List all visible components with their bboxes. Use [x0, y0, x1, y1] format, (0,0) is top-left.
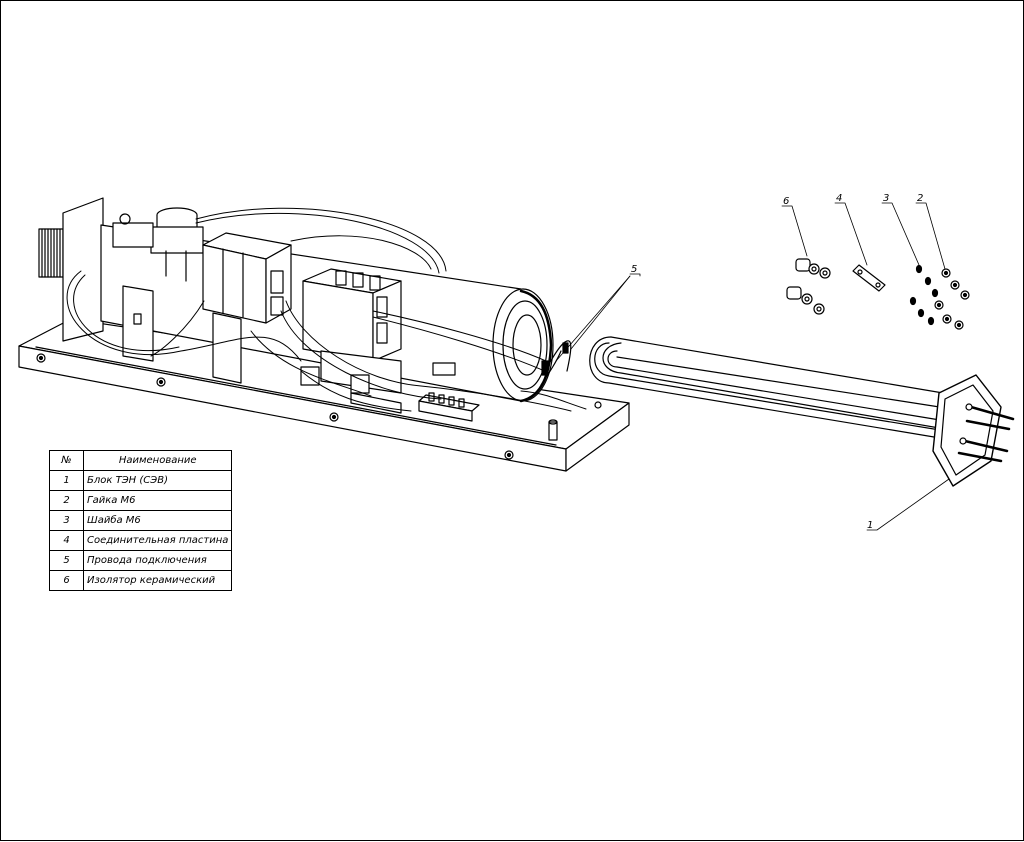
connection-wires — [540, 340, 572, 386]
callout-2: 2 — [917, 193, 923, 204]
ceramic-insulators — [786, 258, 831, 315]
wiring — [66, 207, 587, 412]
callout-labels: 6 4 3 2 5 1 — [631, 193, 923, 531]
table-row: 3 Шайба М6 — [49, 510, 233, 531]
nuts — [934, 268, 970, 330]
relay-block — [202, 232, 292, 324]
connecting-plate — [852, 264, 886, 292]
row-number: 3 — [49, 510, 84, 531]
row-name: Блок ТЭН (СЭВ) — [82, 470, 233, 491]
row-number: 4 — [49, 530, 84, 551]
table-row: 1 Блок ТЭН (СЭВ) — [49, 470, 233, 491]
parts-table-header: № Наименование — [49, 450, 233, 471]
heating-element — [589, 336, 1015, 487]
washers — [909, 264, 939, 326]
callout-5: 5 — [631, 264, 637, 275]
row-name: Шайба М6 — [82, 510, 233, 531]
row-number: 6 — [49, 570, 84, 591]
callout-6: 6 — [783, 196, 789, 207]
table-row: 5 Провода подключения — [49, 550, 233, 571]
parts-list-table: № Наименование 1 Блок ТЭН (СЭВ) 2 Гайка … — [49, 450, 233, 591]
thermostat — [112, 207, 204, 282]
base-plate — [18, 318, 630, 472]
row-name: Провода подключения — [82, 550, 233, 571]
callout-1: 1 — [867, 520, 873, 531]
brackets — [122, 285, 242, 384]
callout-leaders — [555, 202, 950, 531]
callout-4: 4 — [836, 193, 842, 204]
row-number: 1 — [49, 470, 84, 491]
header-name: Наименование — [82, 450, 233, 471]
callout-3: 3 — [883, 193, 889, 204]
row-number: 2 — [49, 490, 84, 511]
row-name: Изолятор керамический — [82, 570, 233, 591]
contactor — [300, 268, 402, 414]
table-row: 2 Гайка М6 — [49, 490, 233, 511]
header-number: № — [49, 450, 84, 471]
table-row: 4 Соединительная пластина — [49, 530, 233, 551]
table-row: 6 Изолятор керамический — [49, 570, 233, 591]
row-name: Соединительная пластина — [82, 530, 233, 551]
row-number: 5 — [49, 550, 84, 571]
row-name: Гайка М6 — [82, 490, 233, 511]
